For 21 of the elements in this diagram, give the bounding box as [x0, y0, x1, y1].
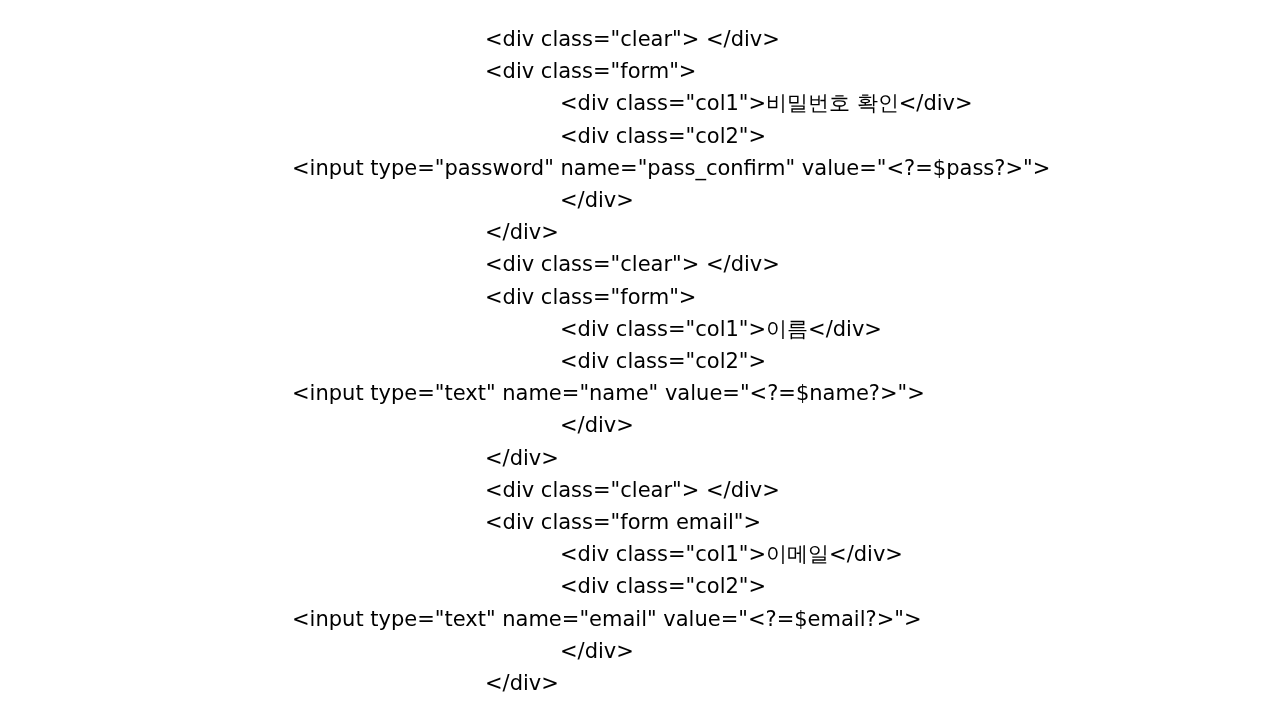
code-line: <div class="col2"> — [560, 573, 767, 600]
code-line: <input type="text" name="email" value="<?=$email?>"> — [292, 605, 922, 632]
code-line: </div> — [485, 219, 559, 246]
code-line: <div class="col1">이름</div> — [560, 315, 882, 342]
code-line: <div class="clear"> </div> — [485, 476, 780, 503]
code-line: </div> — [560, 187, 634, 213]
code-line: <div class="col1">이메일</div> — [560, 541, 903, 568]
code-line: </div> — [485, 444, 559, 471]
code-line: <div class="form email"> — [485, 509, 762, 535]
code-line: <div class="form"> — [485, 58, 697, 85]
code-line: </div> — [485, 670, 559, 696]
code-line: <div class="col2"> — [560, 348, 767, 374]
code-line: <div class="clear"> </div> — [485, 26, 780, 52]
code-line: <div class="form"> — [485, 283, 697, 310]
code-line: <div class="col2"> — [560, 122, 767, 149]
code-line: </div> — [560, 412, 634, 439]
code-line: <input type="text" name="name" value="<?=$name?>"> — [292, 380, 925, 407]
code-line: <div class="clear"> </div> — [485, 251, 780, 278]
code-line: <input type="password" name="pass_confirm" value="<?=$pass?>"> — [292, 154, 1051, 181]
code-line: <div class="col1">비밀번호 확인</div> — [560, 90, 973, 117]
code-line: </div> — [560, 637, 634, 664]
